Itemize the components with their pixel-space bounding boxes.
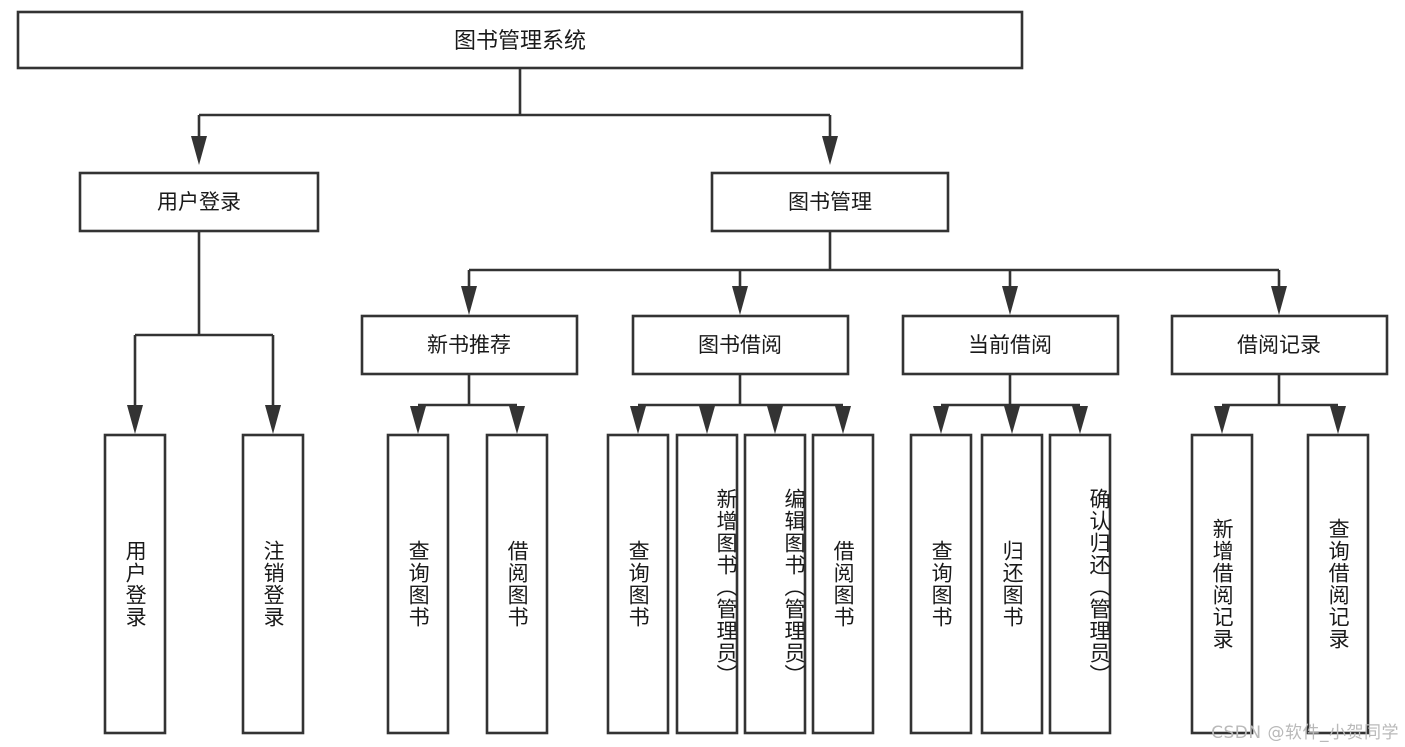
arrow-bm-to-new-book-recommend <box>461 286 477 315</box>
connector-group-book-manage <box>461 231 1287 315</box>
node-box-query-book-2[interactable] <box>606 433 670 735</box>
arrow-root-to-book-manage <box>822 136 838 165</box>
connector-group-current-borrow <box>933 374 1088 434</box>
arrow-bb-leaf-3 <box>767 406 783 434</box>
arrow-bm-to-current-borrow <box>1002 286 1018 315</box>
connector-group-user-login <box>127 231 281 434</box>
node-box-borrow-book-1[interactable] <box>485 433 549 735</box>
arrow-bm-to-borrow-record <box>1271 286 1287 315</box>
node-box-query-book-3[interactable] <box>909 433 973 735</box>
arrow-bb-leaf-1 <box>630 406 646 434</box>
node-box-book-borrow[interactable] <box>631 314 850 376</box>
connector-group-book-borrow <box>630 374 851 434</box>
arrow-root-to-user-login <box>191 136 207 165</box>
arrow-cb-leaf-1 <box>933 406 949 434</box>
node-label-borrow-record: 借阅记录 <box>1237 333 1321 357</box>
node-box-query-borrow-record[interactable] <box>1306 433 1370 735</box>
node-box-book-manage[interactable] <box>710 171 950 233</box>
arrow-cb-leaf-3 <box>1072 406 1088 434</box>
arrow-br-leaf-1 <box>1214 406 1230 434</box>
node-box-return-book[interactable] <box>980 433 1044 735</box>
arrow-bb-leaf-2 <box>699 406 715 434</box>
node-label-current-borrow: 当前借阅 <box>968 333 1052 357</box>
node-box-user-login-do[interactable] <box>103 433 167 735</box>
node-box-borrow-record[interactable] <box>1170 314 1389 376</box>
connector-group-borrow-record <box>1214 374 1346 434</box>
arrow-nbr-leaf-2 <box>509 406 525 434</box>
node-label-root: 图书管理系统 <box>454 29 586 54</box>
node-box-add-book-admin[interactable] <box>675 433 739 735</box>
node-label-book-manage: 图书管理 <box>788 190 872 214</box>
node-box-query-book-1[interactable] <box>386 433 450 735</box>
node-box-new-book-recommend[interactable] <box>360 314 579 376</box>
arrow-user-login-leaf-1 <box>127 405 143 434</box>
connector-group-new-book-recommend <box>410 374 525 434</box>
node-box-add-borrow-record[interactable] <box>1190 433 1254 735</box>
arrow-cb-leaf-2 <box>1004 406 1020 434</box>
arrow-bb-leaf-4 <box>835 406 851 434</box>
arrow-nbr-leaf-1 <box>410 406 426 434</box>
node-box-user-login[interactable] <box>78 171 320 233</box>
csdn-watermark: CSDN @软件_小贺同学 <box>1211 723 1399 743</box>
node-label-user-login: 用户登录 <box>157 190 241 214</box>
node-label-new-book-recommend: 新书推荐 <box>427 333 511 357</box>
node-box-current-borrow[interactable] <box>901 314 1120 376</box>
arrow-bm-to-book-borrow <box>732 286 748 315</box>
arrow-user-login-leaf-2 <box>265 405 281 434</box>
node-box-root[interactable] <box>16 10 1024 70</box>
node-box-confirm-return-admin[interactable] <box>1048 433 1112 735</box>
node-box-edit-book-admin[interactable] <box>743 433 807 735</box>
arrow-br-leaf-2 <box>1330 406 1346 434</box>
connector-group-root <box>191 68 838 165</box>
node-label-book-borrow: 图书借阅 <box>698 333 782 357</box>
node-box-borrow-book-2[interactable] <box>811 433 875 735</box>
node-box-user-logout[interactable] <box>241 433 305 735</box>
